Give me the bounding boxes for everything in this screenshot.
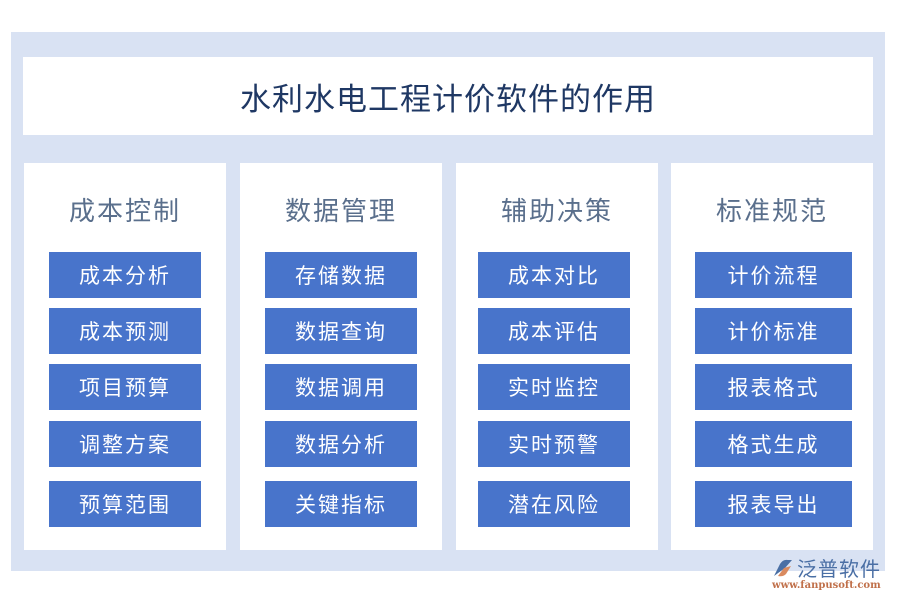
fanpu-logo-icon <box>772 558 794 578</box>
item-button[interactable]: 成本预测 <box>49 308 201 354</box>
page-title: 水利水电工程计价软件的作用 <box>240 81 656 118</box>
item-button[interactable]: 关键指标 <box>265 481 417 527</box>
column-cost-control: 成本控制 成本分析 成本预测 项目预算 调整方案 预算范围 <box>24 163 226 550</box>
item-button[interactable]: 项目预算 <box>49 364 201 410</box>
column-standards: 标准规范 计价流程 计价标准 报表格式 格式生成 报表导出 <box>671 163 873 550</box>
item-button[interactable]: 数据查询 <box>265 308 417 354</box>
item-button[interactable]: 报表格式 <box>695 364 852 410</box>
column-heading: 辅助决策 <box>500 197 613 227</box>
item-button[interactable]: 实时预警 <box>478 421 630 467</box>
column-heading: 数据管理 <box>284 197 397 227</box>
logo-name: 泛普软件 <box>797 557 881 581</box>
fanpu-logo: 泛普软件 www.fanpusoft.com <box>772 553 892 598</box>
item-button[interactable]: 潜在风险 <box>478 481 630 527</box>
item-button[interactable]: 数据分析 <box>265 421 417 467</box>
item-button[interactable]: 实时监控 <box>478 364 630 410</box>
item-button[interactable]: 计价流程 <box>695 252 852 298</box>
item-button[interactable]: 调整方案 <box>49 421 201 467</box>
item-button[interactable]: 成本分析 <box>49 252 201 298</box>
logo-url: www.fanpusoft.com <box>772 580 881 591</box>
item-button[interactable]: 成本对比 <box>478 252 630 298</box>
column-heading: 成本控制 <box>68 197 181 227</box>
column-decision-support: 辅助决策 成本对比 成本评估 实时监控 实时预警 潜在风险 <box>456 163 658 550</box>
item-button[interactable]: 成本评估 <box>478 308 630 354</box>
item-button[interactable]: 预算范围 <box>49 481 201 527</box>
item-button[interactable]: 报表导出 <box>695 481 852 527</box>
item-button[interactable]: 数据调用 <box>265 364 417 410</box>
column-heading: 标准规范 <box>715 197 828 227</box>
title-box: 水利水电工程计价软件的作用 <box>23 57 873 135</box>
item-button[interactable]: 存储数据 <box>265 252 417 298</box>
item-button[interactable]: 计价标准 <box>695 308 852 354</box>
column-data-management: 数据管理 存储数据 数据查询 数据调用 数据分析 关键指标 <box>240 163 442 550</box>
item-button[interactable]: 格式生成 <box>695 421 852 467</box>
